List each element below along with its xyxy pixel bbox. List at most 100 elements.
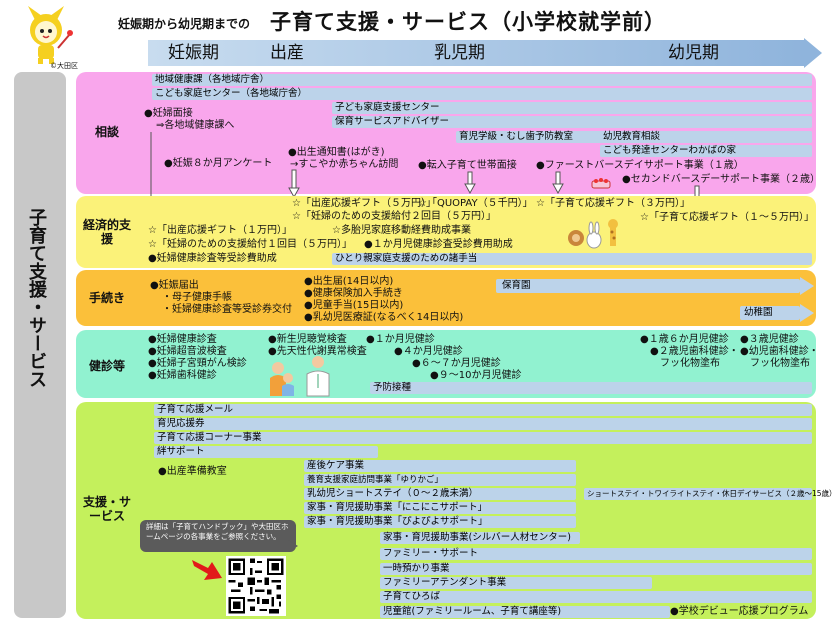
item-first-birthday: ●ファーストバースデイサポート事業（１歳） — [536, 160, 744, 171]
item-ninpu-shika: ●妊婦歯科健診 — [148, 370, 217, 381]
bar-yobou-sesshu: 予防接種 — [370, 382, 812, 394]
phase-child: 幼児期 — [668, 43, 719, 63]
item-2y-shika: ●２歳児歯科健診・ — [650, 346, 739, 357]
arrow-hoikuen-head — [800, 277, 814, 295]
item-2y-fukka: フッ化物塗布 — [660, 358, 720, 369]
item-jushinken: ・妊婦健康診査等受診券交付 — [162, 304, 292, 315]
bar-yurikago: 養育支援家庭訪問事業「ゆりかご」 — [304, 474, 576, 486]
label-shien: 支援・サービス — [82, 495, 131, 523]
credit: ©大田区 — [50, 62, 78, 70]
item-kosodate-gift-3man: ☆「子育て応援ギフト（３万円）」 — [536, 198, 690, 209]
down-arrow-icon — [552, 171, 564, 195]
phase-infant: 乳児期 — [434, 43, 485, 63]
item-ninpu-kyufu-2: ☆「妊婦のための支援給付２回目（５万円）」 — [292, 211, 496, 222]
item-jido-teate: ●児童手当(15日以内) — [304, 300, 404, 311]
bar-family-attendant: ファミリーアテンダント事業 — [380, 577, 652, 589]
side-title: 子育て支援・サービス — [26, 208, 47, 388]
bar-piyopiyo: 家事・育児援助事業「ぴよぴよサポート」 — [304, 516, 576, 528]
page-title: 子育て支援・サービス（小学校就学前） — [270, 10, 666, 34]
side-column — [14, 72, 66, 618]
item-ninpu-mensetsu: ●妊婦面接 — [144, 108, 193, 119]
timeline-bar — [148, 40, 804, 66]
animals-illustration-icon — [566, 218, 628, 250]
item-kenko-hoken: ●健康保険加入手続き — [304, 288, 403, 299]
item-kenkouka-he: ⇒各地域健康課へ — [156, 120, 235, 131]
item-ninpu-kenshin-josei: ●妊婦健康診査等受診費助成 — [148, 253, 277, 264]
timeline-arrowhead — [804, 38, 822, 68]
bar-kodomo-katei-center: こども家庭センター（各地域庁舎） — [152, 88, 812, 100]
item-4month: ●４か月児健診 — [394, 346, 463, 357]
item-ninshin-todoke: ●妊娠届出 — [150, 280, 199, 291]
mascot-icon — [14, 4, 78, 68]
bar-kosodate-hiroba: 子育てひろば — [380, 591, 812, 603]
item-kosodate-gift-1-5man: ☆「子育て応援ギフト（１～５万円）」 — [640, 212, 814, 223]
note-text: 詳細は「子育てハンドブック」や大田区ホームページの各事業をご参照ください。 — [146, 522, 289, 541]
bar-jidoukan: 児童館(ファミリールーム、子育て講座等) — [380, 606, 670, 618]
bar-sango-care: 産後ケア事業 — [304, 460, 576, 472]
item-second-birthday: ●セカンドバースデーサポート事業（２歳） — [622, 174, 821, 185]
label-kenshin: 健診等 — [88, 359, 125, 373]
item-birth-notice: ●出生通知書(はがき) — [288, 147, 385, 158]
phase-pregnancy: 妊娠期 — [168, 43, 219, 63]
item-9-10month: ●９～10か月児健診 — [430, 370, 522, 381]
bar-short-stay: 乳幼児ショートステイ（０～２歳未満） — [304, 488, 576, 500]
bar-wakaba: こども発達センターわかばの家 — [600, 145, 812, 157]
item-8month-survey: ●妊娠８か月アンケート — [164, 158, 273, 169]
item-3y: ●３歳児健診 — [740, 334, 799, 345]
down-arrow-icon — [464, 171, 476, 195]
item-shussan-gift-1man: ☆「出産応援ギフト（１万円）」 — [148, 225, 292, 236]
bar-youji-kyouiku: 幼児教育相談 — [600, 131, 812, 143]
arrow-hoikuen: 保育園 — [496, 279, 800, 293]
family-illustration-icon — [266, 358, 302, 396]
item-1month-josei: ●１か月児健康診査受診費用助成 — [364, 239, 513, 250]
item-shussei-todoke: ●出生届(14日以内) — [304, 276, 394, 287]
bar-ouen-mail: 子育て応援メール — [154, 404, 812, 416]
arrow-youchien: 幼稚園 — [740, 306, 800, 320]
item-boshi-techo: ・母子健康手帳 — [162, 292, 232, 303]
item-1month: ●１か月児健診 — [366, 334, 435, 345]
bar-hitorioya: ひとり親家庭支援のための諸手当 — [332, 253, 812, 265]
note-bubble — [140, 520, 296, 552]
bar-twilight-stay: ショートステイ・トワイライトステイ・休日デイサービス（２歳～15歳） — [584, 488, 837, 500]
down-arrow-icon — [288, 169, 300, 199]
label-soudan: 相談 — [94, 125, 119, 139]
note-pointer — [288, 540, 298, 552]
bar-ikuji-ouenken: 育児応援券 — [154, 418, 812, 430]
item-youji-shika: ●幼児歯科健診・ — [740, 346, 819, 357]
bar-hoiku-advisor: 保育サービスアドバイザー — [332, 116, 812, 128]
item-shikyu-gan: ●妊婦子宮頸がん検診 — [148, 358, 247, 369]
bar-nikoniko: 家事・育児援助事業「にこにこサポート」 — [304, 502, 576, 514]
label-tetsuzuki: 手続き — [88, 291, 125, 305]
bar-family-support: ファミリー・サポート — [380, 548, 812, 560]
arrow-youchien-head — [800, 304, 814, 322]
item-tatai-ji: ☆多胎児家庭移動経費助成事業 — [332, 225, 471, 236]
bar-kodomo-katei-shien: 子ども家庭支援センター — [332, 102, 812, 114]
item-quopay: ☆「QUOPAY（５千円）」 — [418, 198, 533, 209]
item-iryosho: ●乳幼児医療証(なるべく14日以内) — [304, 312, 464, 323]
item-ninpu-chouonpa: ●妊婦超音波検査 — [148, 346, 227, 357]
bar-kizuna: 絆サポート — [154, 446, 378, 458]
item-youji-fukka: フッ化物塗布 — [750, 358, 810, 369]
label-keizai: 経済的支援 — [82, 218, 131, 246]
item-shussan-junbi: ●出産準備教室 — [158, 466, 227, 477]
item-ninpu-kyufu-1: ☆「妊婦のための支援給付１回目（５万円）」 — [148, 239, 352, 250]
bar-ichiji-azukari: 一時預かり事業 — [380, 563, 812, 575]
item-tennyu: ●転入子育て世帯面接 — [418, 160, 517, 171]
item-1y6m: ●１歳６か月児健診 — [640, 334, 729, 345]
item-gakkou-debut: ●学校デビュー応援プログラム — [670, 606, 809, 617]
qr-code-icon[interactable] — [226, 556, 286, 616]
phase-birth: 出産 — [270, 43, 304, 63]
item-sukoyaka: →すこやか赤ちゃん訪問 — [290, 159, 399, 170]
doctor-illustration-icon — [304, 354, 332, 397]
red-arrow-icon — [192, 556, 226, 582]
item-choukaku: ●新生児聴覚検査 — [268, 334, 347, 345]
cake-icon — [590, 174, 612, 189]
header-subtitle: 妊娠期から幼児期までの — [118, 17, 251, 31]
item-ninpu-kenshin: ●妊婦健康診査 — [148, 334, 217, 345]
item-6-7month: ●６～７か月児健診 — [412, 358, 501, 369]
item-taisha-ijou: ●先天性代謝異常検査 — [268, 346, 367, 357]
bar-chiiki-kenkouka: 地域健康課（各地域庁舎） — [152, 74, 812, 86]
bar-silver: 家事・育児援助事業(シルバー人材センター) — [380, 532, 580, 544]
bar-ouen-corner: 子育て応援コーナー事業 — [154, 432, 812, 444]
item-shussan-gift-5man: ☆「出産応援ギフト（５万円）」 — [292, 198, 436, 209]
